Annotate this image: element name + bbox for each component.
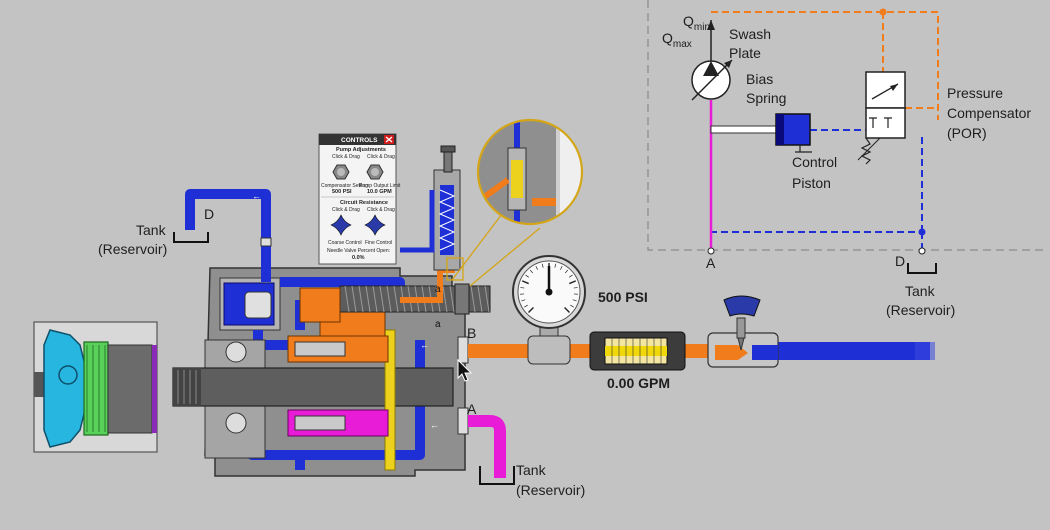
compensator-chamber <box>300 288 340 322</box>
compensator-label-3: (POR) <box>947 125 987 141</box>
schematic-port-a-label: A <box>706 255 716 271</box>
pressure-line-2 <box>685 344 710 358</box>
shaft-spline <box>173 368 201 406</box>
suction-piston-rod <box>295 416 345 430</box>
flow-meter <box>590 332 685 370</box>
needle-valve-outlet <box>752 345 778 360</box>
adjust-screw-head <box>441 146 455 152</box>
pump-port-d-label: D <box>204 206 214 222</box>
port-d-marker <box>919 248 925 254</box>
pilot-junction <box>880 9 887 16</box>
top-tank-label-1: Tank <box>136 222 167 238</box>
pump-port-a-label: A <box>467 401 477 417</box>
swash-plate-label-2: Plate <box>729 45 761 61</box>
coupling-hub-edge <box>152 345 157 433</box>
flow-arrow-pressure-icon: ← <box>420 340 429 350</box>
bearing-bottom <box>226 413 246 433</box>
valve-handle-icon[interactable] <box>724 296 760 316</box>
compensator-label-1: Pressure <box>947 85 1003 101</box>
knob1-value: 500 PSI <box>332 189 352 195</box>
controls-title: CONTROLS <box>341 137 378 144</box>
suction-line <box>468 421 500 478</box>
knob3-hint: Click & Drag <box>332 207 360 213</box>
bottom-tank-label-2: (Reservoir) <box>516 482 585 498</box>
piston-vent-icon <box>795 145 812 152</box>
zoom-pressure-port <box>532 198 556 206</box>
schematic-tank-label-2: (Reservoir) <box>886 302 955 318</box>
swash-plate-label-1: Swash <box>729 26 771 42</box>
qmin-label: Qmin <box>683 13 710 33</box>
knob4-label: Fine Control <box>365 240 392 246</box>
needle-value: 0.0% <box>352 255 365 261</box>
zoom-spool-land <box>511 160 523 198</box>
drain-junction <box>919 229 926 236</box>
pressure-piston-rod <box>295 342 345 356</box>
drive-shaft <box>173 368 453 406</box>
top-tank-label-2: (Reservoir) <box>98 241 167 257</box>
qmax-label: Qmax <box>662 30 692 50</box>
drain-fitting <box>261 238 271 246</box>
compensator-label-2: Compensator <box>947 105 1031 121</box>
control-piston-label-2: Piston <box>792 175 831 191</box>
small-port-a-label-2: a <box>435 319 441 330</box>
schematic-diagram: Qmin Qmax Swash Plate Bias Spring Contro… <box>648 0 1045 318</box>
knob2-hint: Click & Drag <box>367 154 395 160</box>
controls-panel: CONTROLS Pump Adjustments Click & Drag C… <box>319 134 401 264</box>
top-drain-line <box>190 194 266 246</box>
control-piston-label-1: Control <box>792 154 837 170</box>
hex-knob-icon-2 <box>371 168 379 176</box>
compensator-drain-path <box>400 190 432 250</box>
knob2-value: 10.0 GPM <box>367 189 392 195</box>
coupling-bolt <box>59 366 77 384</box>
needle-stem <box>737 318 745 338</box>
drain-arrow-icon: ← <box>252 191 261 201</box>
knob3-label: Coarse Control <box>328 240 362 246</box>
pressure-reading: 500 PSI <box>598 289 648 305</box>
motor-coupling <box>34 322 157 452</box>
flow-reading: 0.00 GPM <box>607 375 670 391</box>
coupling-spider <box>84 342 108 435</box>
gauge-tee <box>528 336 570 364</box>
control-piston-head <box>776 114 784 145</box>
gauge-hub <box>546 289 553 296</box>
compensator-zoom-detail <box>447 110 590 286</box>
bias-spring-label-1: Bias <box>746 71 773 87</box>
knob4-hint: Click & Drag <box>367 207 395 213</box>
needle-label: Needle Valve Percent Open: <box>327 248 390 254</box>
flow-meter-float <box>605 346 667 356</box>
screw-nut <box>455 284 469 314</box>
flow-arrow-suction-icon: ← <box>430 420 439 430</box>
bearing-top <box>226 342 246 362</box>
needle-valve[interactable] <box>708 296 778 367</box>
compensator-spring-icon <box>862 138 870 164</box>
top-tank-icon <box>174 232 208 242</box>
schematic-tank-icon <box>908 263 936 273</box>
return-line <box>778 342 930 360</box>
small-port-a-label-1: a <box>435 284 441 295</box>
pump-port-b-label: B <box>467 325 476 341</box>
adjust-screw <box>444 150 452 172</box>
coupling-jaw-left <box>44 330 85 447</box>
hex-knob-icon <box>337 168 345 176</box>
port-a-marker <box>708 248 714 254</box>
close-button[interactable] <box>384 135 394 144</box>
schematic-port-d-label: D <box>895 253 905 269</box>
circuit-section-title: Circuit Resistance <box>340 200 388 206</box>
spring-adjust-icon <box>858 138 880 160</box>
bias-spring-label-2: Spring <box>746 90 786 106</box>
pump-section-title: Pump Adjustments <box>336 147 386 153</box>
coupling-hub <box>108 345 152 433</box>
schematic-tank-label-1: Tank <box>905 283 936 299</box>
control-rod <box>711 126 776 133</box>
bottom-tank-label-1: Tank <box>516 462 547 478</box>
control-piston-body <box>245 292 271 318</box>
return-line-fade <box>915 342 935 360</box>
compensator-lower-box <box>866 108 905 138</box>
compensator-upper-box <box>866 72 905 108</box>
knob1-hint: Click & Drag <box>332 154 360 160</box>
